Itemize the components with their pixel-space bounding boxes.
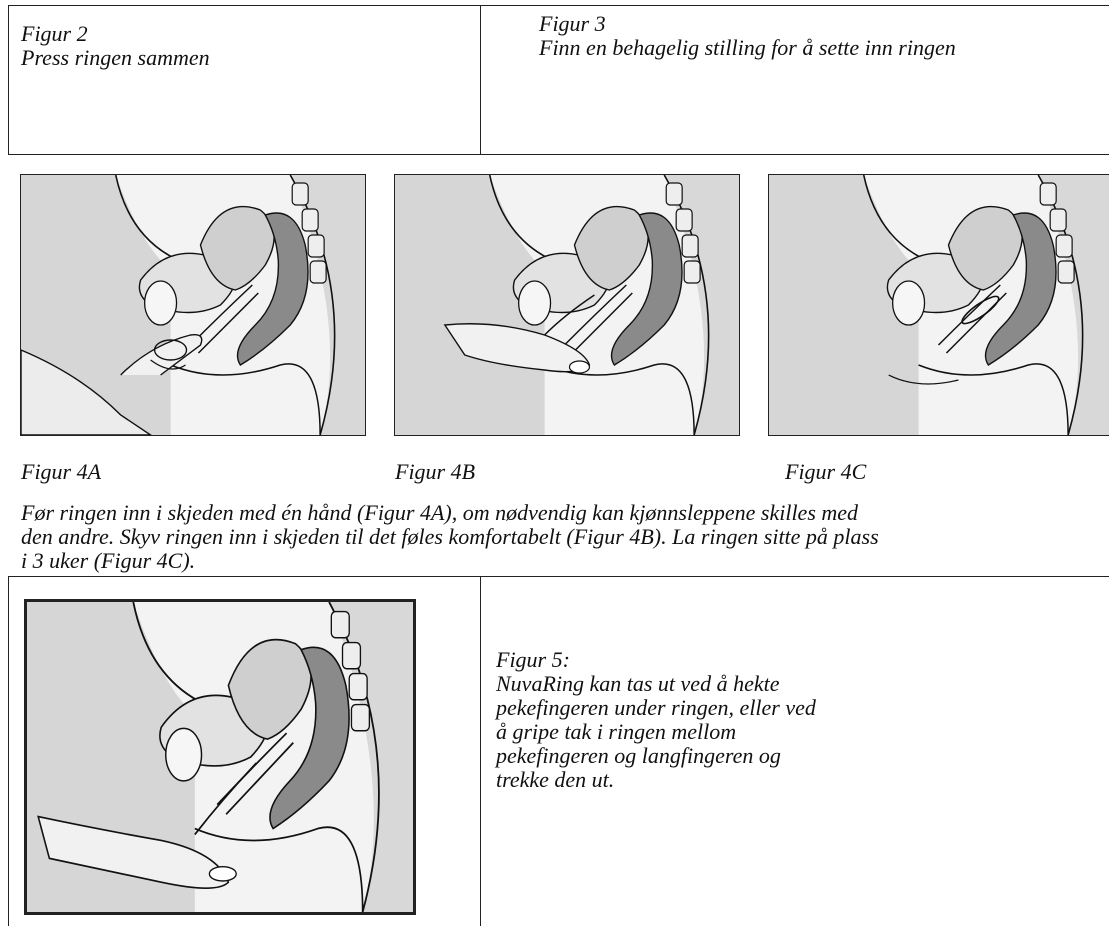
figure-5-illustration [24, 599, 416, 915]
figure-4a-label: Figur 4A [21, 460, 101, 484]
fig5-line: å gripe tak i ringen mellom [496, 720, 816, 744]
fig5-line: pekefingeren under ringen, eller ved [496, 696, 816, 720]
table-left-rule-bottom [8, 576, 9, 926]
figure-4-instructions: Før ringen inn i skjeden med én hånd (Fi… [21, 501, 1109, 573]
row1-bottom-rule [8, 154, 1109, 155]
fig3-caption: Finn en behagelig stilling for å sette i… [539, 36, 956, 60]
table-top-rule [8, 5, 1109, 6]
figure-4c-illustration [768, 174, 1109, 436]
fig5-block: Figur 5: NuvaRing kan tas ut ved å hekte… [496, 648, 816, 792]
fig3-block: Figur 3 Finn en behagelig stilling for å… [539, 12, 956, 60]
figure-4c-label: Figur 4C [785, 460, 866, 484]
row3-top-rule [8, 576, 1109, 577]
paragraph-line: Før ringen inn i skjeden med én hånd (Fi… [21, 501, 1109, 525]
fig3-title: Figur 3 [539, 12, 956, 36]
figure-4b-illustration [394, 174, 740, 436]
figure-4b-label: Figur 4B [395, 460, 475, 484]
fig5-line: pekefingeren og langfingeren og [496, 744, 816, 768]
paragraph-line: den andre. Skyv ringen inn i skjeden til… [21, 525, 1109, 549]
fig5-title: Figur 5: [496, 648, 816, 672]
fig2-block: Figur 2 Press ringen sammen [21, 22, 210, 70]
table-left-rule-top [8, 5, 9, 155]
fig5-line: NuvaRing kan tas ut ved å hekte [496, 672, 816, 696]
fig2-caption: Press ringen sammen [21, 46, 210, 70]
paragraph-line: i 3 uker (Figur 4C). [21, 549, 1109, 573]
figure-4a-illustration [20, 174, 366, 436]
fig2-title: Figur 2 [21, 22, 210, 46]
row1-divider [480, 5, 481, 155]
row3-divider [480, 576, 481, 926]
fig5-line: trekke den ut. [496, 768, 816, 792]
